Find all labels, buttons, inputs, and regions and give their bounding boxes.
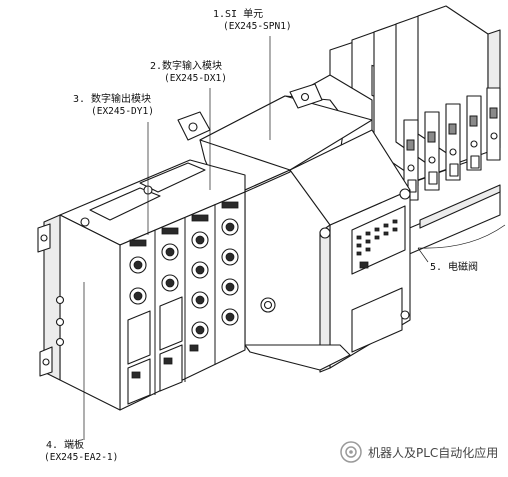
watermark: 机器人及PLC自动化应用 <box>340 441 498 463</box>
label-end-plate-title: 4. 端板 <box>46 440 85 451</box>
si-unit <box>177 83 411 373</box>
input-module-connectors <box>191 201 239 339</box>
label-end-plate-model: (EX245-EA2-1) <box>44 452 119 463</box>
screw-icon <box>399 188 411 200</box>
label-si-unit-model: (EX245-SPN1) <box>223 21 292 32</box>
label-digital-output-model: (EX245-DY1) <box>91 106 154 117</box>
label-digital-input-title: 2.数字输入模块 <box>150 61 223 72</box>
label-digital-output: 3. 数字输出模块 (EX245-DY1) <box>73 94 154 118</box>
label-si-unit-title: 1.SI 单元 <box>213 9 264 20</box>
label-si-unit: 1.SI 单元 (EX245-SPN1) <box>213 9 292 33</box>
label-digital-input-model: (EX245-DX1) <box>164 73 227 84</box>
screw-icon <box>319 227 331 239</box>
led-indicators <box>356 219 398 269</box>
label-end-plate: 4. 端板 (EX245-EA2-1) <box>44 440 119 464</box>
label-digital-input: 2.数字输入模块 (EX245-DX1) <box>150 61 227 85</box>
leader-lines <box>83 36 506 440</box>
label-digital-output-title: 3. 数字输出模块 <box>73 94 152 105</box>
io-module-stack <box>37 159 246 411</box>
screw-icon <box>400 310 410 320</box>
screw-icon <box>55 317 65 327</box>
label-solenoid-valve-title: 5. 电磁阀 <box>430 262 479 273</box>
screw-icon <box>55 337 65 347</box>
screw-icon <box>55 295 65 305</box>
mounting-bracket <box>177 111 211 141</box>
valve-front-details <box>403 87 501 201</box>
end-plate <box>37 214 121 411</box>
label-solenoid-valve: 5. 电磁阀 <box>430 262 478 274</box>
watermark-text: 机器人及PLC自动化应用 <box>368 445 499 460</box>
mounting-bracket <box>289 83 323 109</box>
output-module-connectors <box>129 227 179 305</box>
wechat-official-account-icon <box>340 441 362 463</box>
